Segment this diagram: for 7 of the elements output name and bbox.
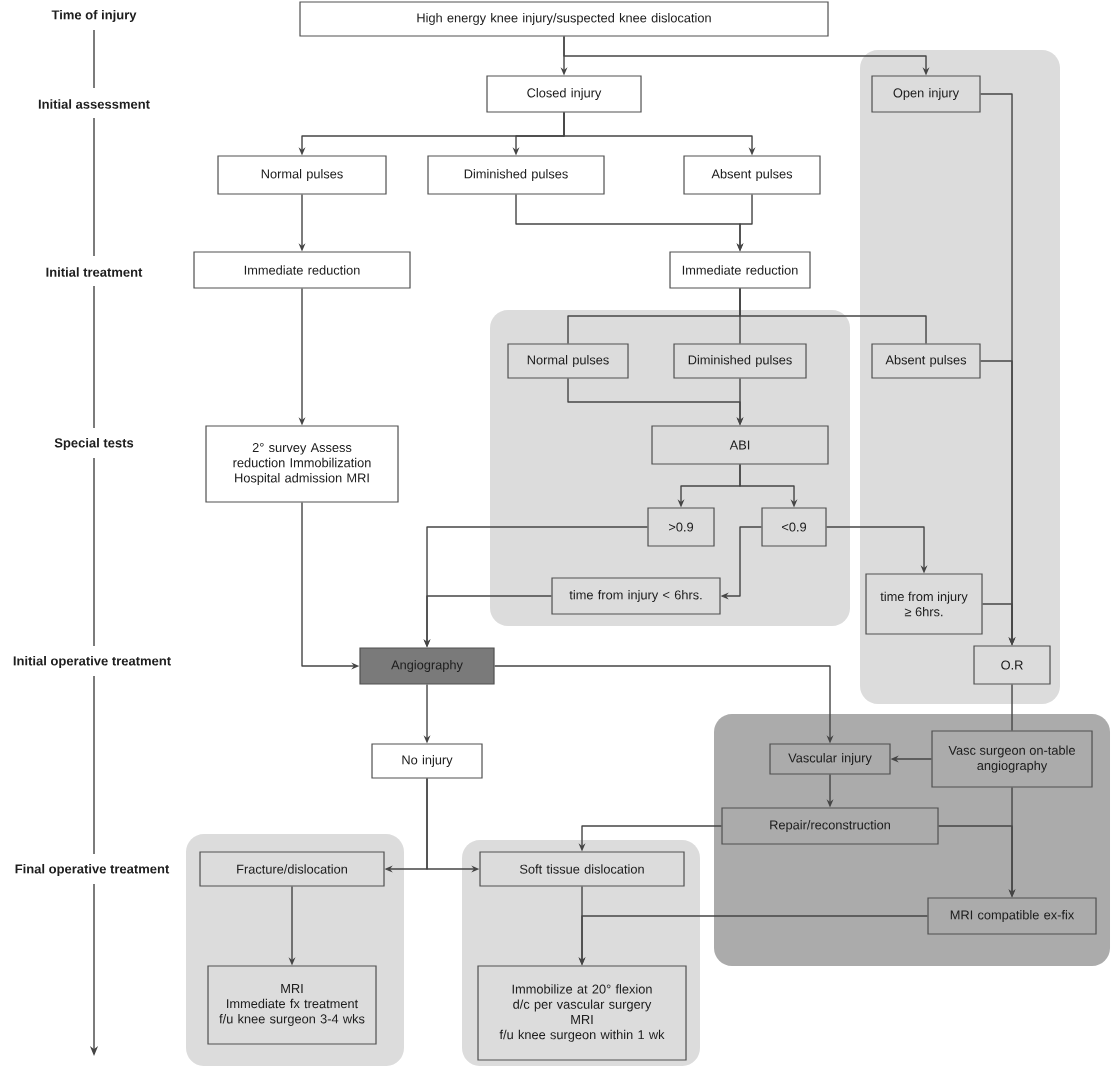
connector-line	[739, 287, 927, 345]
shaded-panel	[186, 834, 404, 1066]
connector-line	[1011, 683, 1013, 732]
shaded-panel	[462, 840, 700, 1066]
shaded-panel	[860, 50, 1060, 704]
shaded-panel	[490, 310, 850, 626]
shaded-panel	[714, 714, 1110, 966]
